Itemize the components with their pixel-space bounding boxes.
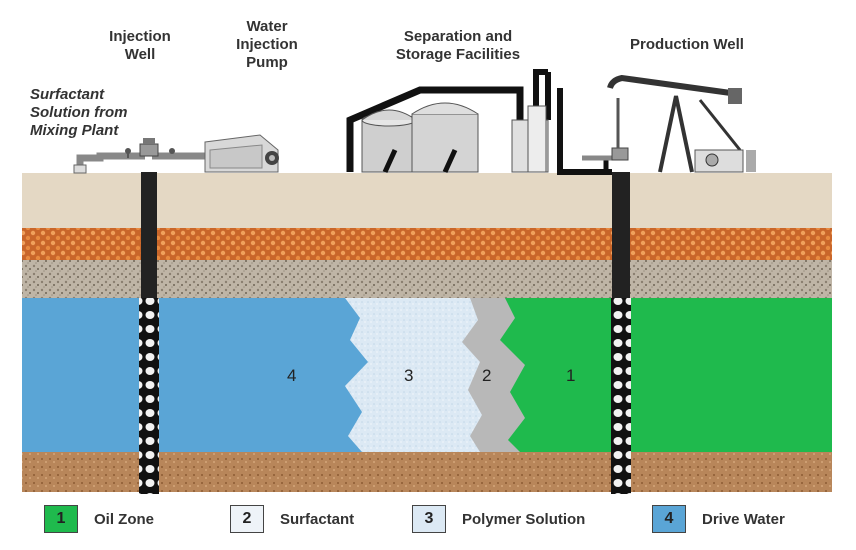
separation-storage-label: Separation and Storage Facilities bbox=[395, 28, 521, 63]
legend-item-polymer-solution: 3 Polymer Solution bbox=[412, 502, 585, 536]
separation-storage-facilities bbox=[346, 69, 612, 175]
legend-swatch: 4 bbox=[652, 505, 686, 533]
legend-label: Polymer Solution bbox=[462, 510, 586, 528]
legend-item-oil-zone: 1 Oil Zone bbox=[44, 502, 154, 536]
surfactant-supply-pipe bbox=[73, 148, 145, 174]
water-injection-pump-label: Water Injection Pump bbox=[236, 18, 298, 71]
drive-water-zone bbox=[22, 298, 368, 452]
injection-well bbox=[139, 138, 159, 494]
injection-well-label: Injection Well bbox=[109, 28, 171, 63]
legend-label: Oil Zone bbox=[94, 510, 154, 528]
production-pump-jack bbox=[582, 74, 756, 494]
zone-1-number: 1 bbox=[566, 366, 576, 385]
zone-4-number: 4 bbox=[287, 366, 297, 385]
surfactant-solution-label: Surfactant Solution from Mixing Plant bbox=[30, 86, 128, 139]
zone-2-number: 2 bbox=[482, 366, 492, 385]
legend-swatch: 3 bbox=[412, 505, 446, 533]
legend-label: Surfactant bbox=[280, 510, 355, 528]
legend-label: Drive Water bbox=[702, 510, 785, 528]
legend-item-surfactant: 2 Surfactant bbox=[230, 502, 354, 536]
water-injection-pump bbox=[204, 134, 279, 173]
legend-swatch: 1 bbox=[44, 505, 78, 533]
legend-item-drive-water: 4 Drive Water bbox=[652, 502, 785, 536]
production-well-label: Production Well bbox=[630, 36, 744, 53]
legend-swatch: 2 bbox=[230, 505, 264, 533]
zone-3-number: 3 bbox=[404, 366, 414, 385]
